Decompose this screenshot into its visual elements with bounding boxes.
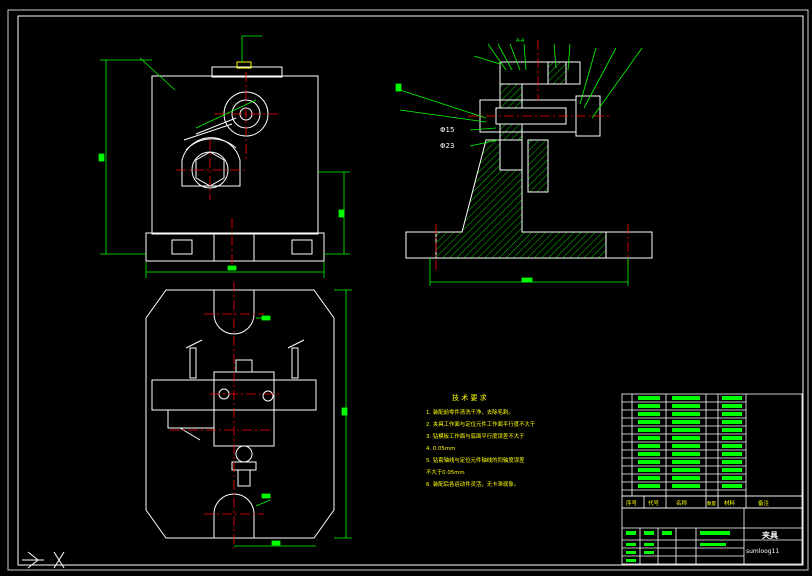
header-material: 材料 xyxy=(724,499,736,507)
header-remarks: 备注 xyxy=(758,499,770,507)
front-view-dimensions xyxy=(98,35,350,278)
ucs-axis-icon xyxy=(22,551,65,569)
tech-req-item-5: 5. 钻套轴线与定位元件轴线的同轴度误差 xyxy=(426,456,525,464)
parts-list-entries xyxy=(638,396,742,488)
title-block-header: 序号 代号 名称 数量 材料 备注 xyxy=(626,499,770,507)
plan-view-centerlines xyxy=(170,282,280,548)
section-mark-label: A-A xyxy=(516,38,525,44)
title-block-fields xyxy=(626,531,730,562)
inner-border xyxy=(17,15,804,566)
tech-req-item-2: 2. 夹具工作面与定位元件工作面平行度不大于 xyxy=(426,420,536,428)
tech-req-item-3: 3. 钻模板工作面与底面平行度误差不大于 xyxy=(426,432,525,440)
tech-requirements-heading: 技 术 要 求 xyxy=(452,393,487,402)
plan-view-dimensions xyxy=(234,289,352,547)
dim-label-dia23: Φ23 xyxy=(440,142,454,150)
header-qty: 数量 xyxy=(707,500,716,507)
outer-border xyxy=(7,9,809,571)
drawing-number: sumloog11 xyxy=(746,548,779,555)
tech-requirements-block: 技 术 要 求 1. 装配前零件清洗干净，去除毛刺。 2. 夹具工作面与定位元件… xyxy=(426,393,536,488)
front-view-centerlines xyxy=(176,72,280,272)
tech-req-item-6: 不大于0.05mm xyxy=(426,468,465,476)
dim-label-dia15: Φ15 xyxy=(440,126,454,134)
tech-req-item-1: 1. 装配前零件清洗干净，去除毛刺。 xyxy=(426,408,514,416)
drawing-name: 夹具 xyxy=(762,530,778,540)
tech-req-item-7: 6. 装配后各运动件灵活，无卡滞现象。 xyxy=(426,480,519,488)
side-view-leaders xyxy=(395,43,643,286)
title-block xyxy=(621,495,803,565)
header-code: 代号 xyxy=(648,499,660,507)
header-name: 名称 xyxy=(676,499,688,507)
header-seq: 序号 xyxy=(626,499,638,507)
tech-req-item-4: 4. 0.05mm xyxy=(426,446,455,452)
